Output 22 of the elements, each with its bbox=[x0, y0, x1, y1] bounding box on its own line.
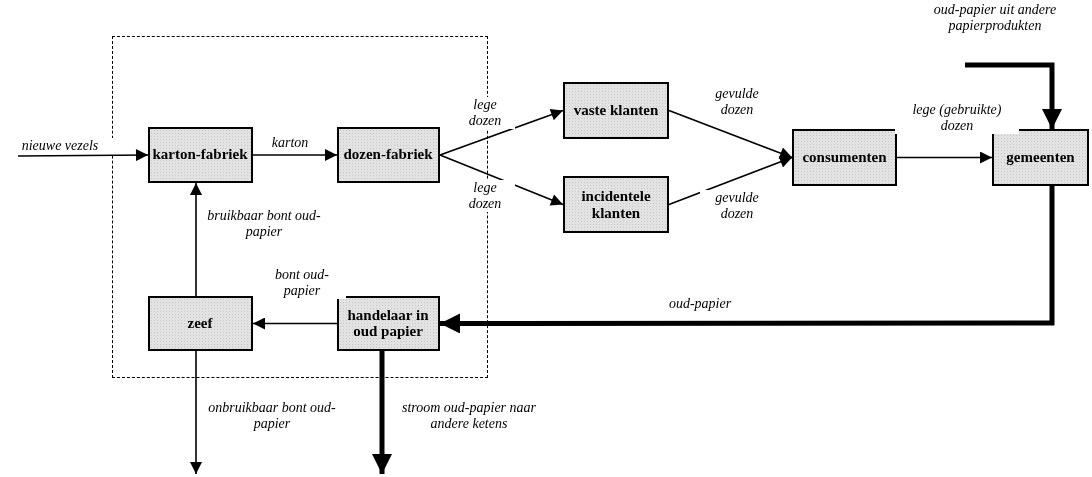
process-box: vaste klanten bbox=[563, 82, 669, 139]
edge-label: lege (gebruikte) dozen bbox=[895, 102, 1019, 135]
arrow bbox=[372, 351, 392, 474]
arrow bbox=[439, 108, 564, 156]
arrow bbox=[17, 149, 149, 162]
process-box: dozen-fabriek bbox=[336, 126, 440, 183]
arrow bbox=[668, 109, 793, 159]
arrow bbox=[190, 182, 202, 297]
process-box: incidentele klanten bbox=[563, 176, 669, 233]
process-box: handelaar in oud papier bbox=[336, 295, 440, 351]
arrow bbox=[252, 317, 338, 330]
process-box: consumenten bbox=[792, 129, 897, 186]
arrow bbox=[252, 149, 338, 161]
arrow bbox=[668, 156, 793, 206]
arrow bbox=[440, 186, 1055, 334]
process-box: karton-fabriek bbox=[147, 126, 253, 183]
arrow bbox=[896, 151, 993, 164]
arrow bbox=[965, 62, 1062, 129]
arrow bbox=[439, 154, 564, 206]
arrow bbox=[190, 350, 202, 475]
process-box: zeef bbox=[147, 295, 253, 351]
process-box: gemeenten bbox=[992, 129, 1089, 186]
